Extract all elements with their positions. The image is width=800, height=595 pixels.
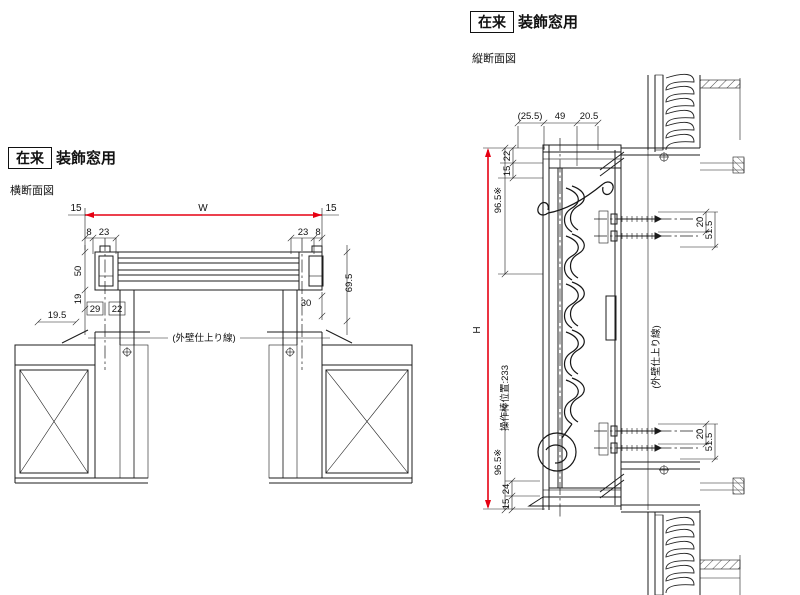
dim-49: 49 <box>555 111 566 122</box>
head-detail <box>599 147 745 177</box>
dim-15-top: 15 <box>502 166 513 177</box>
left-title: 装飾窓用 <box>56 150 117 167</box>
dim-51-5-top: 51.5 <box>704 221 715 240</box>
right-wall-finish-label: (外壁仕上り線) <box>650 325 662 388</box>
left-wall-left <box>14 290 150 484</box>
left-wall-right <box>267 290 413 484</box>
right-left-dims-bottom: 96.5※ 24 15 <box>493 404 540 514</box>
dim-23-left: 23 <box>99 227 110 238</box>
dim-69-5: 69.5 <box>344 274 355 293</box>
left-drawing: 15 W 15 8 23 23 8 <box>14 203 413 484</box>
dim-24: 24 <box>501 484 512 495</box>
right-title: 装飾窓用 <box>518 14 579 31</box>
left-wall-finish-label: (外壁仕上り線) <box>172 332 235 344</box>
right-red-dimension: H <box>472 147 545 510</box>
sill-detail <box>599 461 745 513</box>
left-tag-box: 在来 <box>8 147 52 169</box>
dim-25-5: (25.5) <box>518 111 543 122</box>
dim-22: 22 <box>112 304 123 315</box>
left-wall-finish: (外壁仕上り線) <box>88 332 330 344</box>
dim-51-5-bottom: 51.5 <box>704 433 715 452</box>
dim-15-right: 15 <box>325 203 337 214</box>
dim-15-bottom: 15 <box>501 499 512 510</box>
dim-h: H <box>472 326 483 333</box>
screws-bottom: 20 51.5 <box>594 420 719 463</box>
left-red-dimension: 15 W 15 <box>68 203 339 250</box>
dim-29: 29 <box>90 304 101 315</box>
right-tag-box: 在来 <box>470 11 514 33</box>
right-wall: (外壁仕上り線) <box>647 73 741 595</box>
dim-23-right: 23 <box>298 227 309 238</box>
right-window-frame <box>527 138 622 518</box>
left-window-frame <box>94 238 324 370</box>
dim-w: W <box>198 203 208 214</box>
left-sub-dimensions: 8 23 23 8 <box>81 227 326 254</box>
dim-8-right: 8 <box>315 227 320 238</box>
dim-96-5-bottom: 96.5※ <box>493 449 504 475</box>
dim-20-top: 20 <box>695 217 706 228</box>
rod-position-label: 操作棒位置:233 <box>499 365 511 431</box>
right-drawing: (25.5) 49 20.5 H <box>472 73 745 595</box>
left-subtitle: 横断面図 <box>10 185 54 197</box>
dim-30: 30 <box>301 298 312 309</box>
dim-19: 19 <box>73 294 84 305</box>
dim-8-left: 8 <box>86 227 91 238</box>
dim-20-5: 20.5 <box>580 111 599 122</box>
right-top-dimensions: (25.5) 49 20.5 <box>514 111 602 166</box>
dim-22-right: 22 <box>502 151 513 162</box>
dim-20-bottom: 20 <box>695 429 706 440</box>
dim-15-left: 15 <box>70 203 82 214</box>
screws-top: 20 51.5 <box>594 208 719 251</box>
left-side-dimensions: 50 19 19.5 29 22 30 69.5 <box>34 245 355 335</box>
right-subtitle: 縦断面図 <box>472 53 516 65</box>
dim-50: 50 <box>73 266 84 277</box>
right-left-dims-top: 22 15 96.5※ <box>493 144 543 278</box>
decorative-grille <box>537 181 614 472</box>
dim-96-5-top: 96.5※ <box>493 187 504 213</box>
dim-19-5: 19.5 <box>48 310 67 321</box>
